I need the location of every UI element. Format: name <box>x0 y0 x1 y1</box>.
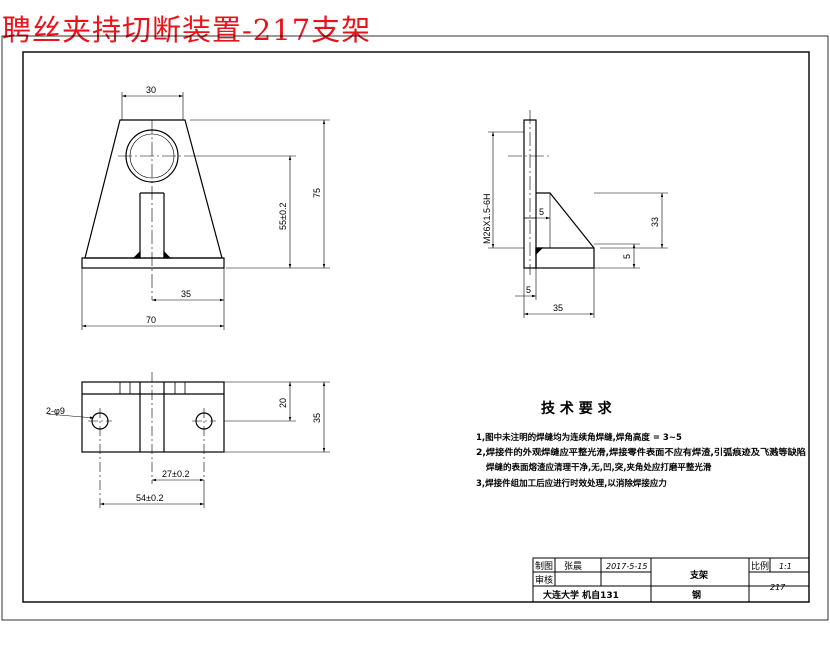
side-view-dimensions: M26X1.5-6H 5 33 5 5 35 <box>482 193 660 313</box>
dim-thread: M26X1.5-6H <box>482 193 492 244</box>
drawing-frame <box>1 35 829 621</box>
top-view-dimensions: 2-φ9 20 35 27±0.2 54±0.2 <box>46 398 322 503</box>
title-block: 制图 张晨 2017-5-15 审核 支架 比例 1:1 217 大连大学 机自… <box>532 557 810 603</box>
requirement-item: 焊缝的表面熔渣应清理干净,无,凹,突,夹角处应打磨平整光滑 <box>486 462 712 473</box>
front-view-dimensions: 30 75 55±0.2 35 70 <box>146 85 322 325</box>
drawing-number: 217 <box>770 583 786 592</box>
dim-hole-spacing: 54±0.2 <box>136 493 163 503</box>
dim-rib-height: 33 <box>650 217 660 227</box>
dim-holes-label: 2-φ9 <box>46 406 65 416</box>
dim-center-offset: 27±0.2 <box>162 469 189 479</box>
requirements-title: 技 术 要 求 <box>541 400 613 417</box>
dim-top-width: 30 <box>146 85 156 95</box>
dim-bottom-thickness: 5 <box>622 254 632 259</box>
dim-base-thickness: 5 <box>526 285 531 295</box>
drawn-by: 张晨 <box>564 561 582 572</box>
dim-top-depth: 35 <box>312 413 322 423</box>
front-view <box>81 92 330 330</box>
requirement-item: 2,焊接件的外观焊缝应平整光滑,焊接零件表面不应有焊渣,引弧痕迹及飞溅等缺陷 <box>476 447 806 458</box>
side-view <box>488 110 668 318</box>
dim-hole-height: 55±0.2 <box>278 203 288 230</box>
drawing-title: 聘丝夹持切断装置-217支架 <box>2 13 372 47</box>
dim-base-width: 70 <box>146 315 156 325</box>
technical-requirements: 技 术 要 求 1,图中未注明的焊缝均为连续角焊缝,焊角高度 = 3~5 2,焊… <box>476 400 806 489</box>
dim-half-width: 20 <box>278 398 288 408</box>
dim-total-height: 75 <box>312 188 322 198</box>
part-name: 支架 <box>689 569 708 581</box>
requirement-item: 3,焊接件组加工后应进行时效处理,以消除焊接应力 <box>476 478 667 489</box>
dim-side-depth: 35 <box>553 303 563 313</box>
drawn-label: 制图 <box>535 560 553 572</box>
top-view <box>47 372 330 508</box>
dim-hole-offset: 35 <box>181 289 191 299</box>
drawing-date: 2017-5-15 <box>606 562 647 571</box>
checked-label: 审核 <box>535 574 553 586</box>
school-info: 大连大学 机自131 <box>543 589 619 601</box>
dim-plate-thickness: 5 <box>539 207 544 217</box>
requirement-item: 1,图中未注明的焊缝均为连续角焊缝,焊角高度 = 3~5 <box>476 432 682 443</box>
material: 钢 <box>692 589 701 601</box>
scale-label: 比例 <box>751 560 769 572</box>
scale-value: 1:1 <box>779 562 792 571</box>
